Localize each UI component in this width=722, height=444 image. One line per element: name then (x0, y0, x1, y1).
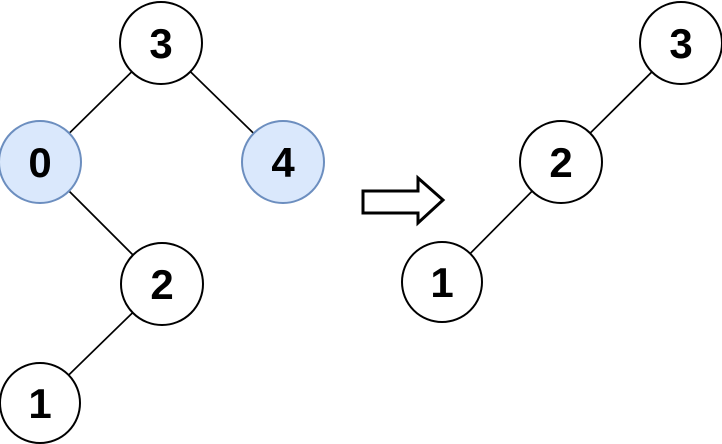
node-label: 4 (271, 139, 295, 186)
node-circle (120, 242, 204, 326)
left-tree-edges (39, 42, 284, 404)
left-tree-node-1: 1 (0, 362, 81, 444)
node-circle (639, 1, 722, 85)
node-circle-highlighted (0, 120, 82, 204)
node-label: 3 (149, 20, 172, 67)
node-label: 2 (549, 139, 572, 186)
left-tree: 3 0 4 2 1 (0, 1, 325, 444)
node-circle (519, 120, 603, 204)
node-label: 1 (430, 259, 453, 306)
node-label: 3 (669, 20, 692, 67)
left-tree-node-4-highlighted: 4 (241, 120, 325, 204)
node-circle (401, 241, 483, 323)
right-tree-node-1: 1 (401, 241, 483, 323)
node-label: 1 (28, 380, 51, 427)
left-tree-node-0-highlighted: 0 (0, 120, 82, 204)
node-circle (119, 1, 203, 85)
node-label: 0 (28, 139, 51, 186)
right-arrow-icon (361, 174, 446, 227)
left-tree-node-2: 2 (120, 242, 204, 326)
left-tree-node-3: 3 (119, 1, 203, 85)
node-circle-highlighted (241, 120, 325, 204)
node-circle (0, 362, 81, 444)
right-tree: 3 2 1 (401, 1, 722, 323)
node-label: 2 (150, 261, 173, 308)
right-tree-node-3: 3 (639, 1, 722, 85)
right-tree-node-2: 2 (519, 120, 603, 204)
